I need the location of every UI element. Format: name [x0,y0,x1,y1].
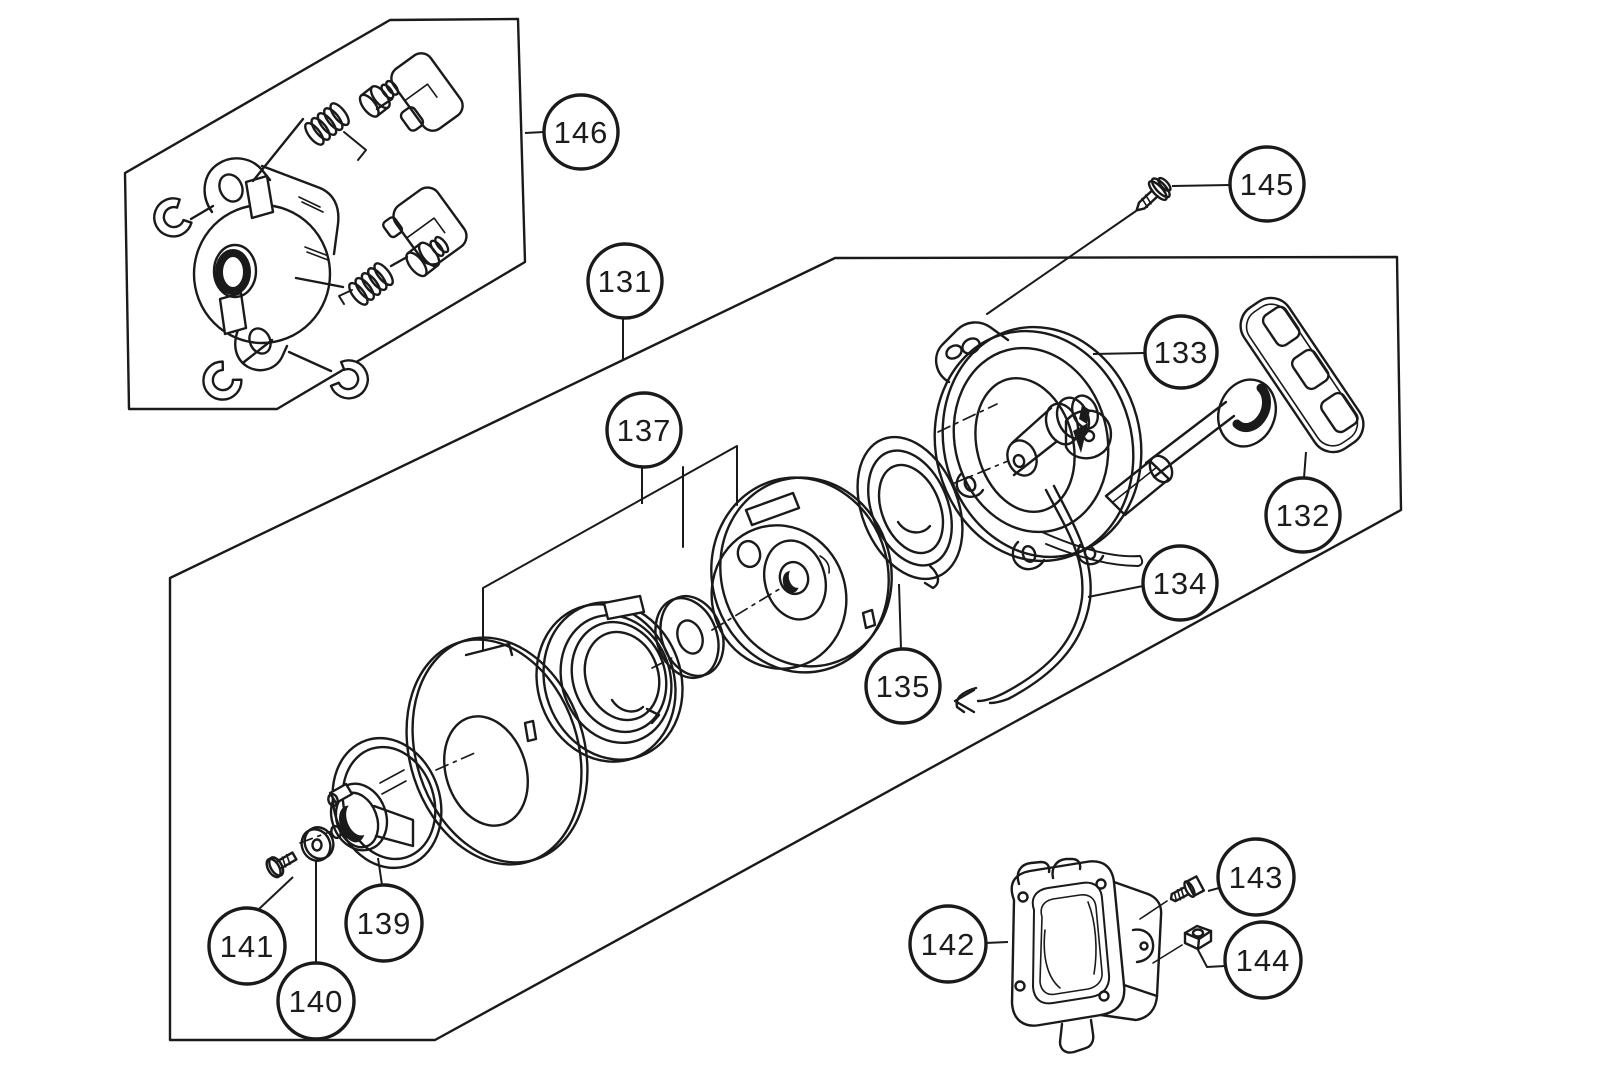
callout-135: 135 [864,583,942,725]
callout-133: 133 [1092,314,1219,390]
callout-number-142: 142 [921,927,976,962]
spindle-upper [358,79,400,118]
callout-number-145: 145 [1240,167,1295,202]
callout-leader-141 [258,876,294,910]
starter-rope-134 [953,484,1092,714]
spindle-lower [405,235,450,278]
callout-circle-145 [1228,145,1306,223]
callout-137: 137 [605,391,683,504]
fan-housing-assembly [1010,857,1213,1054]
callout-leader-146 [524,131,545,134]
spring-case-137 [535,594,684,763]
retainer-clip [153,197,369,401]
callout-circle-143 [1216,837,1296,917]
fan-housing-142 [1010,857,1163,1054]
starter-housing-133 [933,321,1143,571]
callout-leader-139 [377,857,383,886]
callout-leader-143 [1207,887,1220,892]
callout-number-134: 134 [1153,566,1208,601]
callout-circle-144 [1223,920,1303,1000]
assembly-centerlines [299,403,1009,844]
pivot-spring-upper [304,102,350,146]
callout-143: 143 [1207,837,1296,917]
callout-132: 132 [1264,451,1342,554]
screw-141 [265,851,298,879]
callout-leader-132 [1303,451,1307,479]
callout-circle-132 [1264,476,1342,554]
main-assembly-panel-131 [168,255,1403,1042]
callout-number-141: 141 [220,929,275,964]
callout-142: 142 [908,904,1009,984]
handle-collar [1217,378,1277,448]
callout-circle-134 [1141,544,1219,622]
callout-number-140: 140 [289,984,344,1019]
callout-146: 146 [524,93,620,171]
callout-circle-131 [586,242,664,320]
callout-circle-146 [542,93,620,171]
sub-assembly-panel-146 [123,17,527,411]
callout-number-143: 143 [1229,860,1284,895]
callout-leader-144 [1196,947,1226,969]
recoil-spring-135 [856,435,964,590]
callout-139: 139 [344,857,424,963]
washer-140 [300,826,335,862]
callout-circle-140 [276,961,356,1041]
callout-141: 141 [207,876,294,986]
sub-panel-137 [482,445,738,651]
latch-block-upper [390,52,464,132]
callout-number-137: 137 [617,413,672,448]
callout-number-146: 146 [554,115,609,150]
pivot-housing [192,157,340,372]
callout-number-133: 133 [1154,335,1209,370]
callout-leader-135 [898,583,902,650]
callout-circle-141 [207,906,287,986]
assembly-146 [153,52,468,401]
callout-number-131: 131 [598,264,653,299]
callout-circle-135 [864,647,942,725]
assembly-lines-146 [189,97,409,373]
spring-wire-lower [338,289,353,305]
callout-144: 144 [1196,920,1303,1000]
callout-leader-133 [1092,352,1146,355]
spring-wire-upper [343,131,367,161]
latch-block-lower [382,186,468,266]
rope-pulley [710,476,893,674]
callout-145: 145 [1171,145,1306,223]
starter-grip-132 [1239,296,1365,454]
callout-number-132: 132 [1276,498,1331,533]
callout-140: 140 [276,861,356,1041]
callout-circle-142 [908,904,988,984]
callout-leader-134 [1087,585,1144,598]
screw-145 [986,176,1172,315]
callout-number-144: 144 [1236,943,1291,978]
bolt-143 [1139,875,1206,920]
callout-number-135: 135 [876,669,931,704]
callout-131: 131 [586,242,664,360]
callout-number-139: 139 [357,906,412,941]
recoil-starter-assembly [265,176,1365,879]
callout-circle-139 [344,883,424,963]
starter-hub-139 [327,736,443,870]
callout-layer: 131 132 133 134 135 137 139 140 141 142 143 144 145 1… [207,93,1342,1041]
panel-outlines [123,17,1403,1042]
starter-pawl-linkage [1041,400,1236,567]
callout-circle-137 [605,391,683,469]
callout-leader-145 [1171,184,1231,187]
callout-leader-142 [984,941,1009,944]
callout-134: 134 [1087,544,1219,622]
pivot-spring-lower [348,262,394,306]
callout-circle-133 [1143,314,1219,390]
